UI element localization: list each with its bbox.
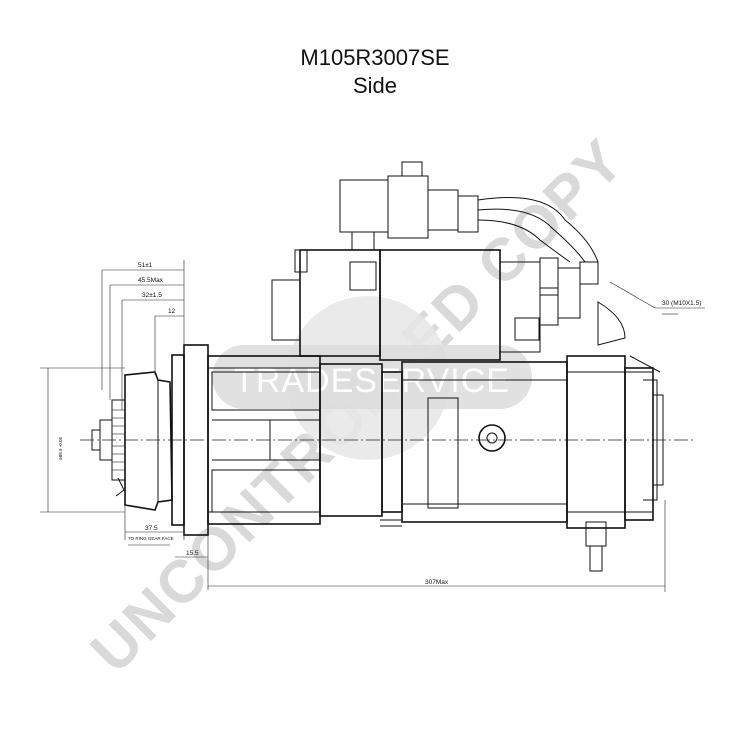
dim-text-12: 12 xyxy=(168,308,176,315)
ground-stud xyxy=(478,424,506,452)
dim-text-307: 307Max xyxy=(425,579,449,586)
bottom-dimensions: 37.5 TO RING GEAR FACE 15.5 307Max xyxy=(124,500,666,592)
dim-text-15: 15.5 xyxy=(186,550,199,557)
bolt-callout: 30 (M10X1.5) xyxy=(609,281,705,315)
drawing-title: M105R3007SE xyxy=(300,45,450,70)
dim-text-37: 37.5 xyxy=(145,525,158,532)
pinion-assembly xyxy=(91,344,209,536)
commutator-end xyxy=(566,355,664,572)
title-block: M105R3007SE Side xyxy=(0,44,750,100)
dim-text-51: 51±1 xyxy=(138,262,153,269)
dim-text-bolt: 30 (M10X1.5) xyxy=(662,300,701,307)
pilot-diameter-dimension: ø88.9 -0.05 xyxy=(40,367,125,513)
dim-text-32: 32±1.5 xyxy=(142,292,162,299)
dim-text-45: 45.5Max xyxy=(138,277,164,284)
dim-text-pilot-dia: ø88.9 -0.05 xyxy=(58,436,63,460)
solenoid xyxy=(271,161,626,361)
watermark: UNCONTROLLED COPY TRADESERVICE xyxy=(78,126,637,685)
top-dimensions: 51±1 45.5Max 32±1.5 12 xyxy=(101,260,185,410)
drawing-subtitle: Side xyxy=(352,73,398,98)
ring-gear-note: TO RING GEAR FACE xyxy=(128,536,174,541)
